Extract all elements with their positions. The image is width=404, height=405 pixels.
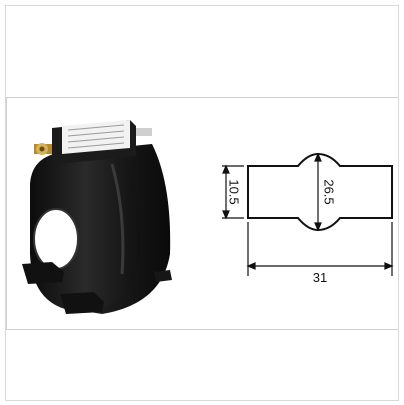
primary-aperture — [34, 209, 78, 269]
dim-large-height-label: 26.5 — [322, 179, 337, 204]
dim-width-label: 31 — [313, 270, 327, 285]
dim-small-height-label: 10.5 — [227, 179, 242, 204]
dimension-drawing: 10.5 26.5 31 — [222, 152, 394, 285]
dim-width-line — [246, 222, 394, 276]
table-row-product: 10.5 26.5 31 — [6, 98, 398, 330]
table-row-bottom — [6, 330, 398, 400]
aperture-outline — [247, 152, 393, 232]
table-row-top — [6, 6, 398, 98]
row-left-edge — [6, 98, 7, 329]
rating-label — [62, 120, 130, 154]
mounting-foot-right — [60, 292, 104, 314]
current-transformer-photo — [22, 120, 172, 314]
product-table: 10.5 26.5 31 — [5, 5, 399, 401]
stud-terminal — [136, 128, 152, 136]
dim-large-height-line — [314, 152, 322, 232]
mounting-foot-left — [22, 262, 64, 284]
dim-small-height-line — [222, 164, 244, 220]
